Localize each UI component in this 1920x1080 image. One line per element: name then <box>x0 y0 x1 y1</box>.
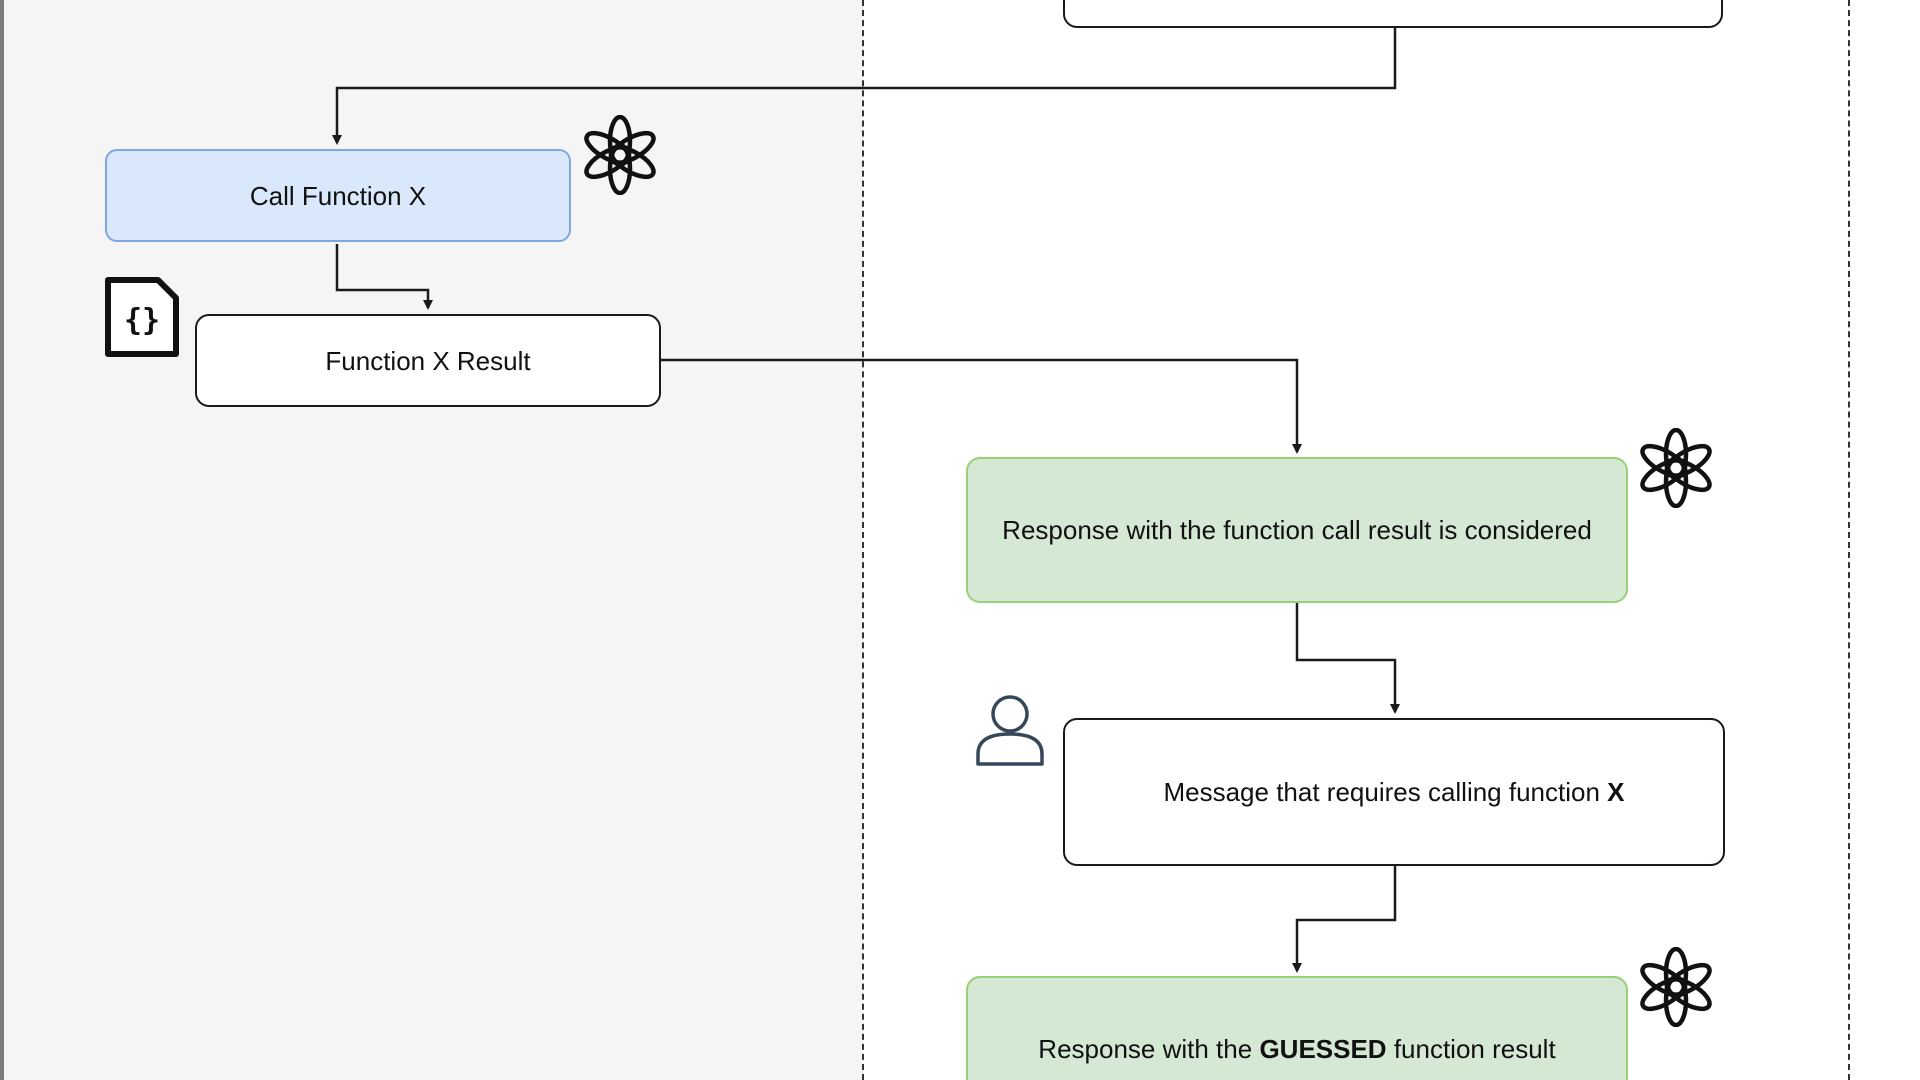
user-icon <box>976 695 1044 766</box>
response-guessed-node: Response with the GUESSED function resul… <box>966 976 1628 1080</box>
connector-call-to-result <box>335 244 433 310</box>
user-message-bold: X <box>1607 777 1625 807</box>
response-guessed-bold: GUESSED <box>1259 1034 1387 1064</box>
response-guessed-label: Response with the GUESSED function resul… <box>1038 1031 1555 1067</box>
lane-divider-left <box>862 0 864 1080</box>
connector-message-to-guessed <box>1292 866 1397 973</box>
top-cropped-box <box>1063 0 1723 28</box>
connector-result-to-response <box>661 358 1302 454</box>
function-result-label: Function X Result <box>325 345 531 376</box>
connector-top-to-call <box>332 28 1397 145</box>
response-guessed-text-after: function result <box>1386 1034 1556 1064</box>
user-message-label: Message that requires calling function X <box>1163 774 1624 810</box>
svg-text:{}: {} <box>124 303 160 338</box>
openai-logo-icon <box>1640 428 1712 508</box>
user-message-node: Message that requires calling function X <box>1063 718 1725 866</box>
openai-logo-icon <box>584 115 656 195</box>
response-considered-node: Response with the function call result i… <box>966 457 1628 603</box>
call-function-label: Call Function X <box>249 180 427 211</box>
function-result-node: Function X Result <box>195 314 661 407</box>
response-guessed-text-before: Response with the <box>1038 1034 1260 1064</box>
call-function-node: Call Function X <box>105 149 571 242</box>
openai-logo-icon <box>1640 947 1712 1027</box>
lane-divider-right <box>1848 0 1850 1080</box>
connector-response-to-message <box>1295 603 1400 714</box>
response-considered-label: Response with the function call result i… <box>1002 515 1592 545</box>
user-message-text: Message that requires calling function <box>1163 777 1608 807</box>
json-file-icon: {} <box>105 277 179 357</box>
